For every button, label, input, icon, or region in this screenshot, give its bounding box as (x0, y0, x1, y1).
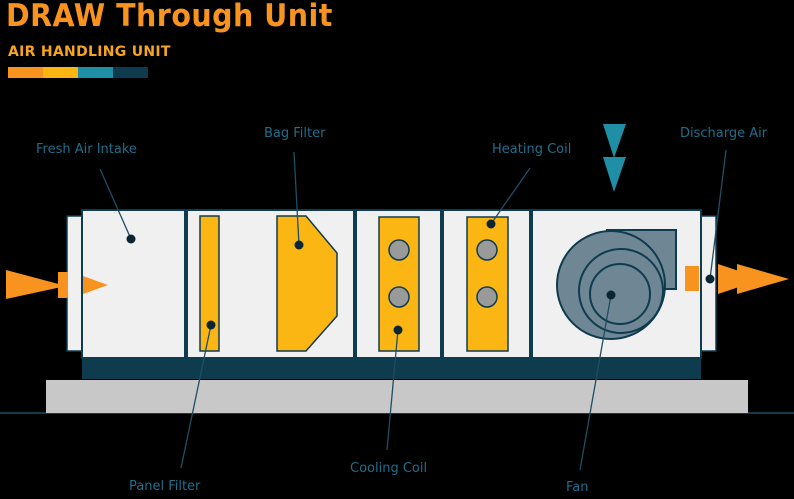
callout-dot-fresh-air (126, 234, 136, 244)
color-swatch-teal (78, 67, 113, 78)
callout-dot-cooling-coil (393, 325, 403, 335)
page-subtitle: AIR HANDLING UNIT (8, 44, 171, 60)
fan-wheel-inner (589, 263, 651, 325)
label-fresh-air-intake: Fresh Air Intake (36, 142, 137, 157)
teal-down-arrow-bottom (603, 157, 626, 192)
cooling-coil-tube-top (388, 239, 410, 261)
color-swatch-orange (8, 67, 43, 78)
callout-dot-heating-coil (486, 219, 496, 229)
plinth (46, 380, 748, 413)
heating-coil-tube-bottom (476, 286, 498, 308)
callout-dot-discharge (705, 274, 715, 284)
cooling-coil-tube-bottom (388, 286, 410, 308)
callout-dot-fan (606, 290, 616, 300)
callout-dot-panel-filter (206, 320, 216, 330)
teal-down-arrow-top (603, 124, 626, 158)
callout-line-panel-filter (180, 324, 212, 469)
heating-coil (466, 216, 509, 352)
label-fan: Fan (566, 480, 589, 495)
panel-filter (199, 215, 220, 352)
bag-filter (276, 215, 338, 352)
callout-line-fresh-air (99, 168, 132, 240)
callout-line-discharge (709, 149, 727, 280)
callout-line-cooling-coil (386, 329, 399, 451)
inlet-flange (66, 215, 83, 352)
inlet-arrow-small (83, 276, 108, 294)
callout-line-heating-coil (490, 167, 531, 225)
label-bag-filter: Bag Filter (264, 126, 326, 141)
page-title: DRAW Through Unit (6, 0, 333, 34)
callout-line-bag-filter (293, 151, 300, 246)
color-swatch-yellow (43, 67, 78, 78)
outlet-arrow-stub (685, 266, 699, 291)
label-discharge-air: Discharge Air (680, 126, 768, 141)
inlet-arrow-tail (58, 272, 68, 298)
callout-dot-bag-filter (294, 240, 304, 250)
inlet-arrow-large (6, 270, 66, 299)
section-intake (81, 209, 186, 359)
label-panel-filter: Panel Filter (129, 479, 201, 494)
color-swatch-bar (8, 67, 148, 78)
outlet-arrow-3 (737, 264, 789, 294)
label-heating-coil: Heating Coil (492, 142, 572, 157)
color-swatch-navy (113, 67, 148, 78)
callout-line-fan (579, 294, 612, 471)
heating-coil-tube-top (476, 239, 498, 261)
label-cooling-coil: Cooling Coil (350, 461, 428, 476)
base-frame (82, 357, 701, 379)
